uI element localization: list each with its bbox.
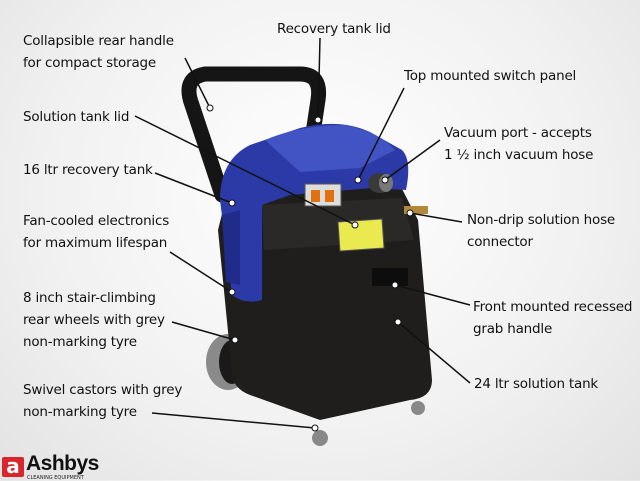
- callout-line: grab handle: [473, 321, 553, 337]
- callout-line: Swivel castors with grey: [23, 382, 183, 398]
- callout-grab-handle: Front mounted recessed grab handle: [473, 296, 632, 340]
- callout-line: connector: [467, 234, 533, 250]
- castor-right: [411, 401, 425, 415]
- logo-tagline: CLEANING EQUIPMENT: [27, 475, 84, 481]
- callout-non-drip: Non-drip solution hose connector: [467, 209, 615, 253]
- recovery-tank: [220, 123, 409, 302]
- callout-line: Vacuum port - accepts: [444, 125, 592, 141]
- logo-wordmark: Ashbys: [26, 452, 99, 475]
- callout-rear-wheels: 8 inch stair-climbing rear wheels with gr…: [23, 287, 165, 353]
- leader-lines: [134, 37, 471, 429]
- callout-line: for maximum lifespan: [23, 235, 168, 251]
- callout-rear-handle: Collapsible rear handle for compact stora…: [23, 30, 174, 74]
- callout-line: Collapsible rear handle: [23, 33, 174, 49]
- callout-solution-tank: 24 ltr solution tank: [474, 376, 599, 392]
- logo-mark: a: [2, 456, 24, 477]
- callout-line: non-marking tyre: [23, 404, 137, 420]
- solution-tank-lid: [337, 218, 385, 252]
- callout-switch-panel: Top mounted switch panel: [404, 68, 577, 84]
- callout-recovery-tank: 16 ltr recovery tank: [23, 162, 153, 178]
- callout-fan-cooled: Fan-cooled electronics for maximum lifesp…: [23, 210, 169, 254]
- castor-front: [312, 430, 328, 446]
- callout-castors: Swivel castors with grey non-marking tyre: [23, 379, 182, 423]
- callout-line: Fan-cooled electronics: [23, 213, 170, 229]
- callout-line: Non-drip solution hose: [467, 212, 616, 228]
- callout-line: 1 ½ inch vacuum hose: [444, 147, 594, 163]
- callout-line: Front mounted recessed: [473, 299, 633, 315]
- callout-line: for compact storage: [23, 55, 157, 71]
- grab-handle: [372, 268, 408, 286]
- callout-solution-lid: Solution tank lid: [23, 109, 130, 125]
- callout-line: non-marking tyre: [23, 334, 137, 350]
- callout-line: rear wheels with grey: [23, 312, 165, 328]
- callout-line: 8 inch stair-climbing: [23, 290, 156, 306]
- callout-recovery-lid: Recovery tank lid: [277, 21, 391, 37]
- hose-connector: [404, 206, 428, 214]
- callout-vacuum-port: Vacuum port - accepts 1 ½ inch vacuum hos…: [444, 122, 593, 166]
